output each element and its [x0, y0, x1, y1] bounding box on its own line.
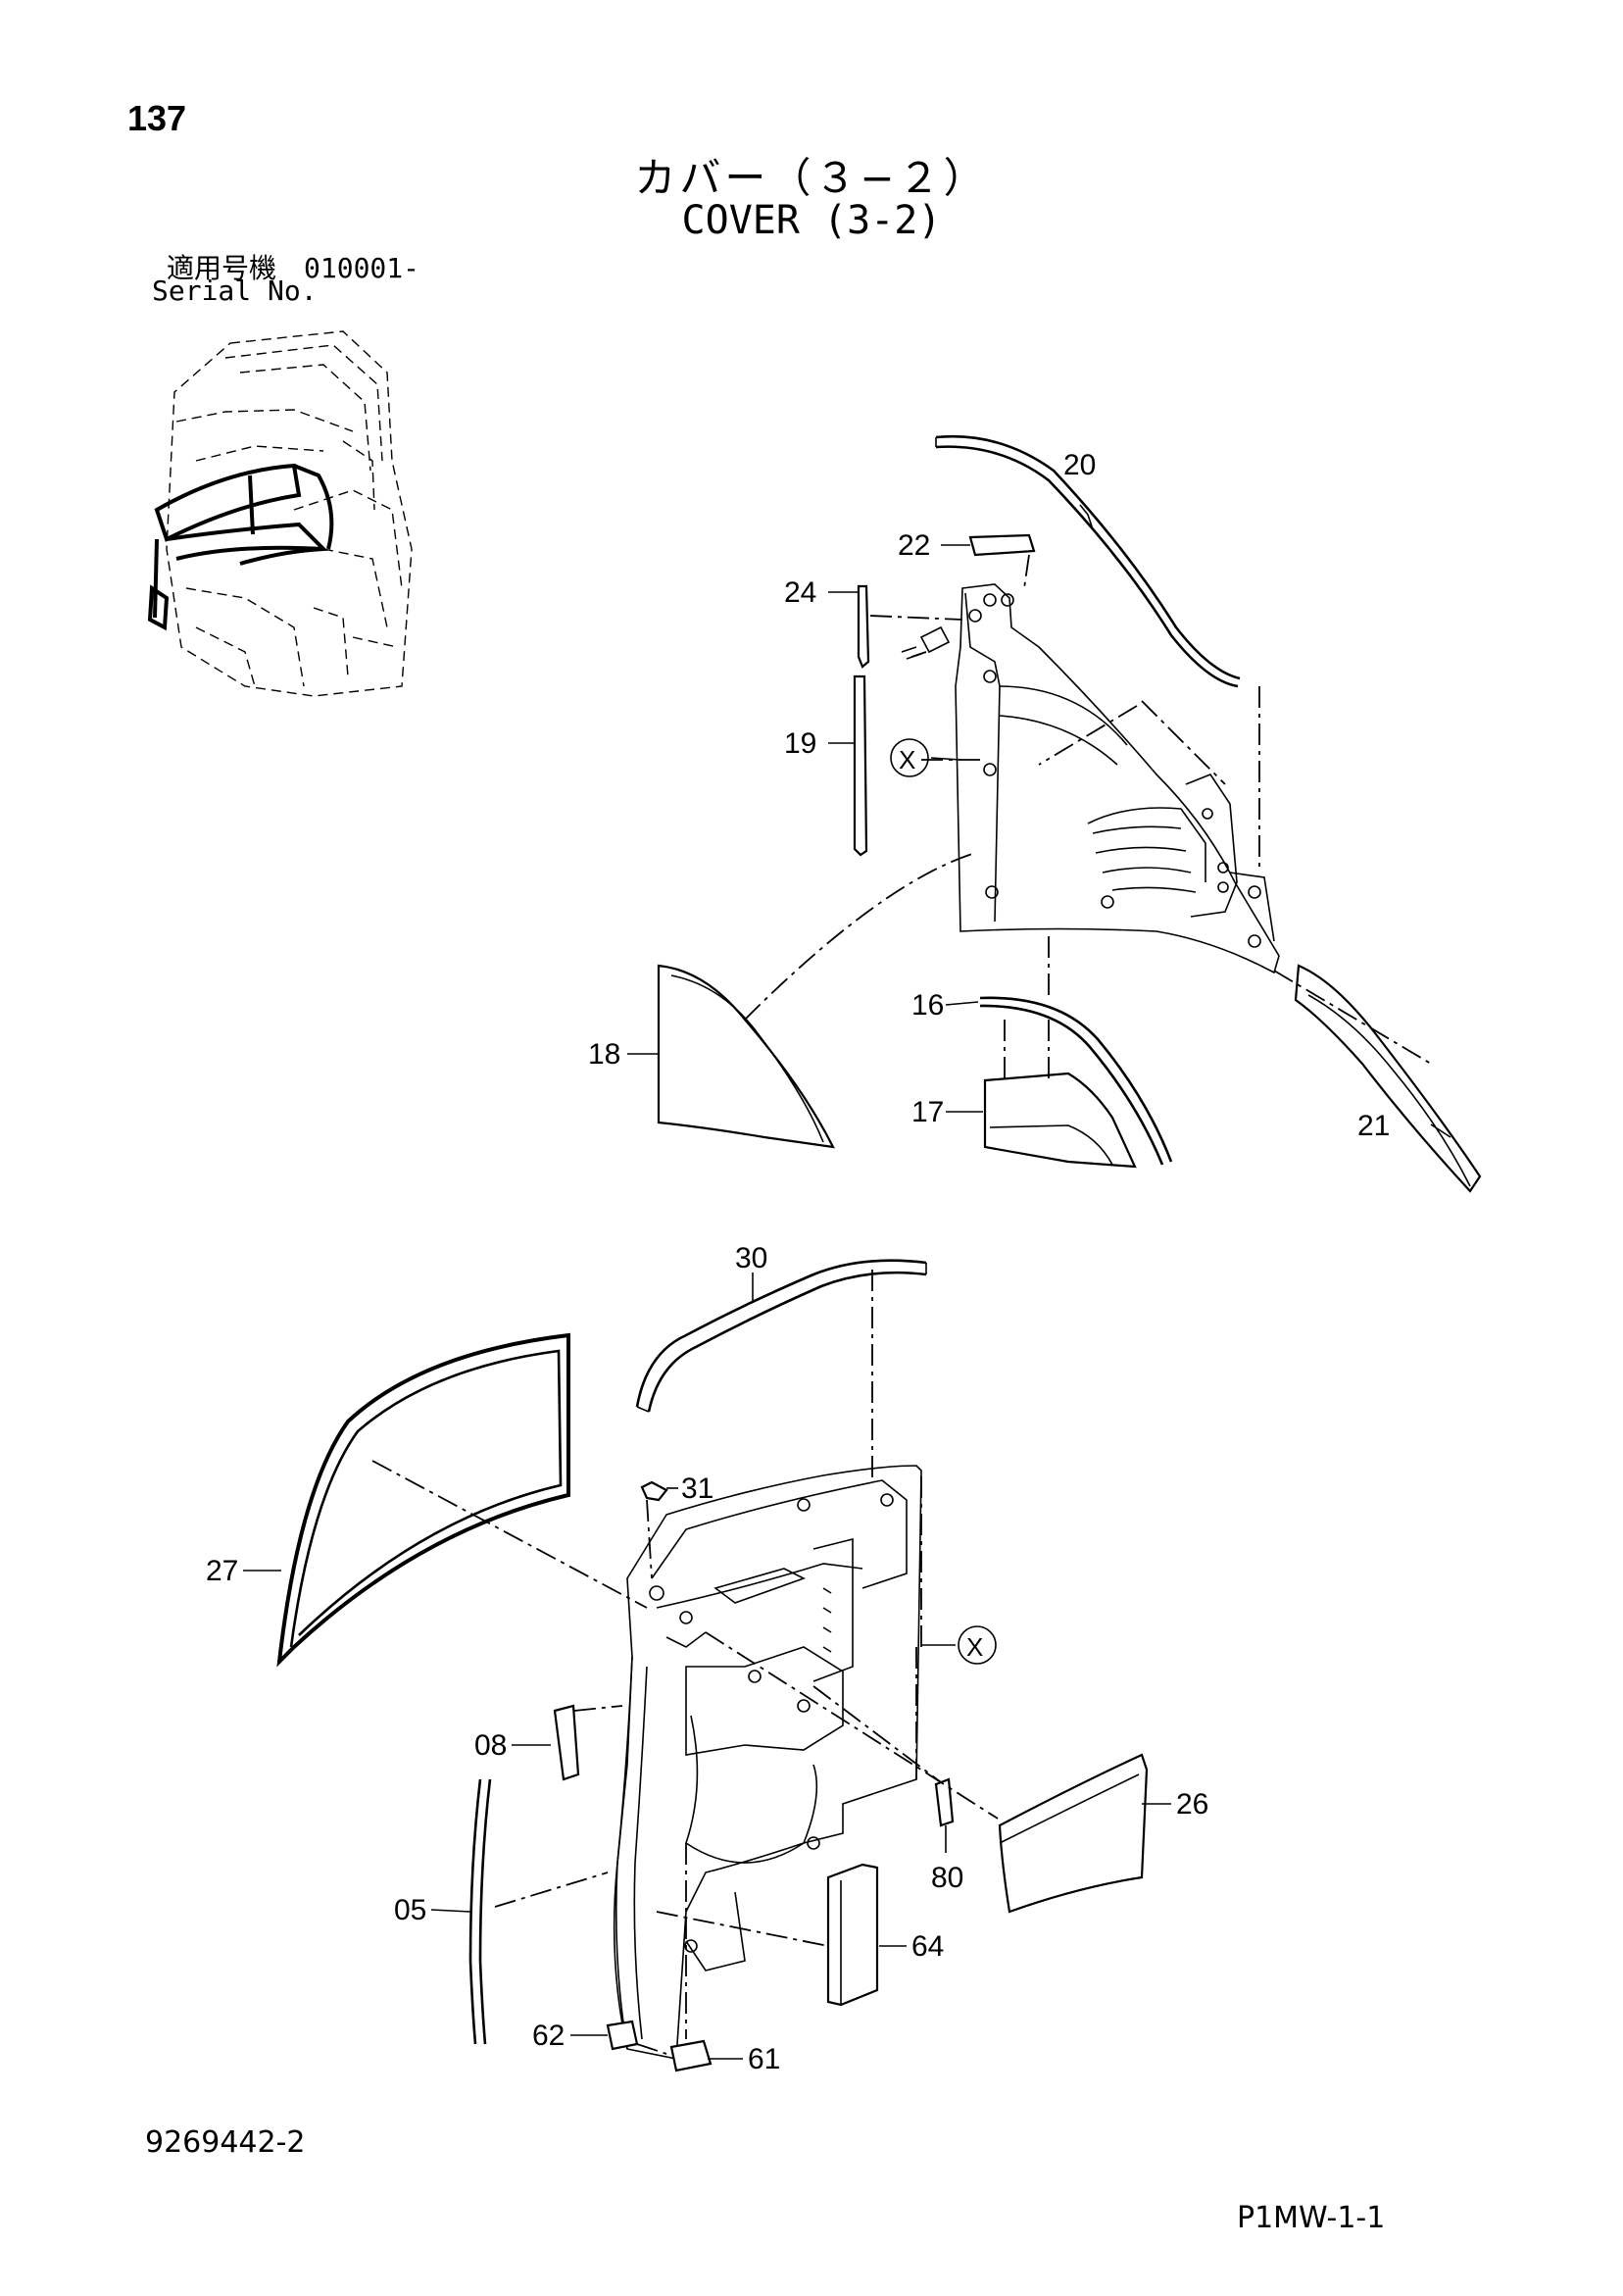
lower-cover-assembly — [276, 1259, 1149, 2072]
callout-17: 17 — [911, 1096, 944, 1128]
callout-x-upper: X — [899, 745, 915, 774]
callout-05: 05 — [394, 1894, 426, 1926]
serial-label-japanese: 適用号機 010001- — [167, 252, 420, 284]
part-61-shape — [669, 2039, 713, 2072]
part-17-shape — [983, 1072, 1137, 1169]
upper-panel-outline — [955, 583, 1280, 974]
callout-22: 22 — [898, 529, 930, 562]
part-64-shape — [826, 1863, 879, 2007]
callout-19: 19 — [784, 727, 816, 760]
callout-27: 27 — [206, 1555, 238, 1587]
callout-62: 62 — [532, 2020, 565, 2052]
part-21-shape — [1294, 964, 1482, 1193]
callout-64: 64 — [911, 1930, 944, 1963]
callout-labels: 20 22 24 19 X 16 18 17 21 30 31 27 X 08 … — [206, 449, 1390, 2075]
part-31-shape — [640, 1480, 668, 1502]
callout-08: 08 — [474, 1729, 507, 1762]
part-24-shape — [857, 584, 870, 669]
part-80-shape — [934, 1777, 955, 1827]
part-20-shape — [935, 434, 1241, 680]
sheet-code: P1MW-1-1 — [1237, 2201, 1386, 2235]
part-22-shape — [968, 533, 1036, 557]
callout-21: 21 — [1357, 1110, 1390, 1142]
part-16-shape — [979, 996, 1173, 1163]
reference-mark-x-upper — [890, 738, 929, 777]
callout-80: 80 — [931, 1862, 963, 1894]
part-19-shape — [853, 674, 868, 857]
callout-18: 18 — [588, 1038, 620, 1071]
serial-label-english: Serial No. — [152, 275, 318, 307]
part-62-shape — [606, 2020, 639, 2051]
part-18-shape — [657, 964, 835, 1149]
part-05-shape — [468, 1778, 482, 2045]
document-code: 9269442-2 — [145, 2125, 306, 2160]
page-title-english: COVER (3-2) — [681, 198, 942, 243]
callout-24: 24 — [784, 576, 816, 609]
locator-thumbnail — [147, 330, 413, 697]
part-30-shape — [635, 1259, 927, 1408]
callout-16: 16 — [911, 989, 944, 1022]
callout-x-lower: X — [966, 1632, 983, 1662]
callout-26: 26 — [1176, 1788, 1208, 1821]
part-27-shape — [276, 1332, 570, 1668]
page-title-japanese: カバー（３−２） — [634, 154, 989, 202]
part-08-shape — [553, 1704, 580, 1781]
callout-30: 30 — [735, 1242, 767, 1274]
part-26-shape — [998, 1753, 1149, 1914]
page-number: 137 — [127, 98, 187, 138]
reference-mark-x-lower — [958, 1625, 997, 1665]
callout-20: 20 — [1063, 449, 1096, 481]
callout-leaders — [243, 504, 1451, 2060]
upper-cover-assembly — [657, 434, 1482, 1193]
callout-31: 31 — [681, 1472, 713, 1505]
callout-61: 61 — [748, 2043, 780, 2075]
